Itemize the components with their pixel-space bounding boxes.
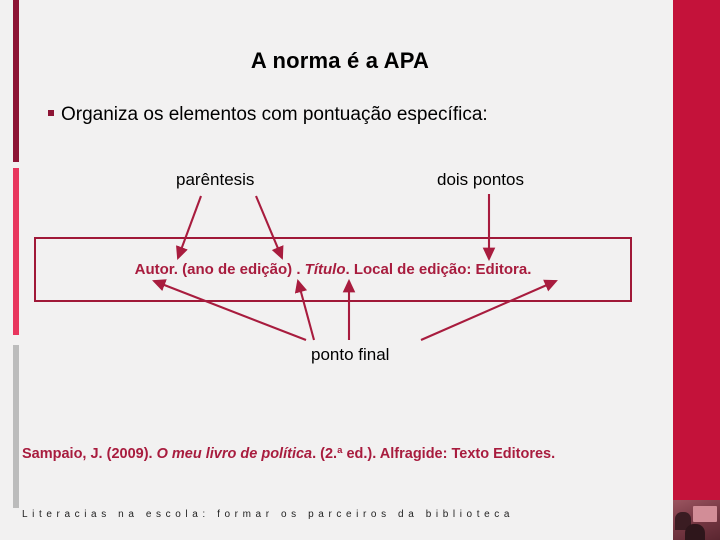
example-author-year: Sampaio, J. (2009). [22,446,157,462]
example-rest: . (2.ª ed.). Alfragide: Texto Editores. [312,446,556,462]
left-accent-bar-gray [13,345,19,508]
left-accent-bar-pink [13,168,19,335]
pattern-year: (ano de edição) [182,261,293,278]
bullet-text: Organiza os elementos com pontuação espe… [61,104,488,125]
callout-label-parentesis: parêntesis [176,170,255,189]
pattern-tail: . Local de edição: Editora. [345,261,532,278]
photo-person-front [685,524,705,540]
bullet-row: Organiza os elementos com pontuação espe… [48,104,488,126]
footer-photo-thumbnail [673,486,720,540]
reference-pattern-box [34,237,632,302]
left-accent-bar-dark [13,0,19,162]
reference-pattern-text: Autor. (ano de edição) . Título. Local d… [34,261,632,278]
callout-label-dois-pontos: dois pontos [437,170,524,189]
pattern-title: Título [304,261,346,278]
callout-label-ponto-final: ponto final [311,345,390,364]
slide-title: A norma é a APA [250,48,430,73]
example-reference: Sampaio, J. (2009). O meu livro de polít… [22,446,667,462]
example-title: O meu livro de política [156,446,313,462]
right-crimson-band [673,0,720,540]
photo-monitor [693,506,717,522]
pattern-author: Autor. [134,261,178,278]
pattern-separator: . [292,261,305,278]
slide-footer: Literacias na escola: formar os parceiro… [22,509,515,520]
square-bullet-icon [48,110,54,116]
